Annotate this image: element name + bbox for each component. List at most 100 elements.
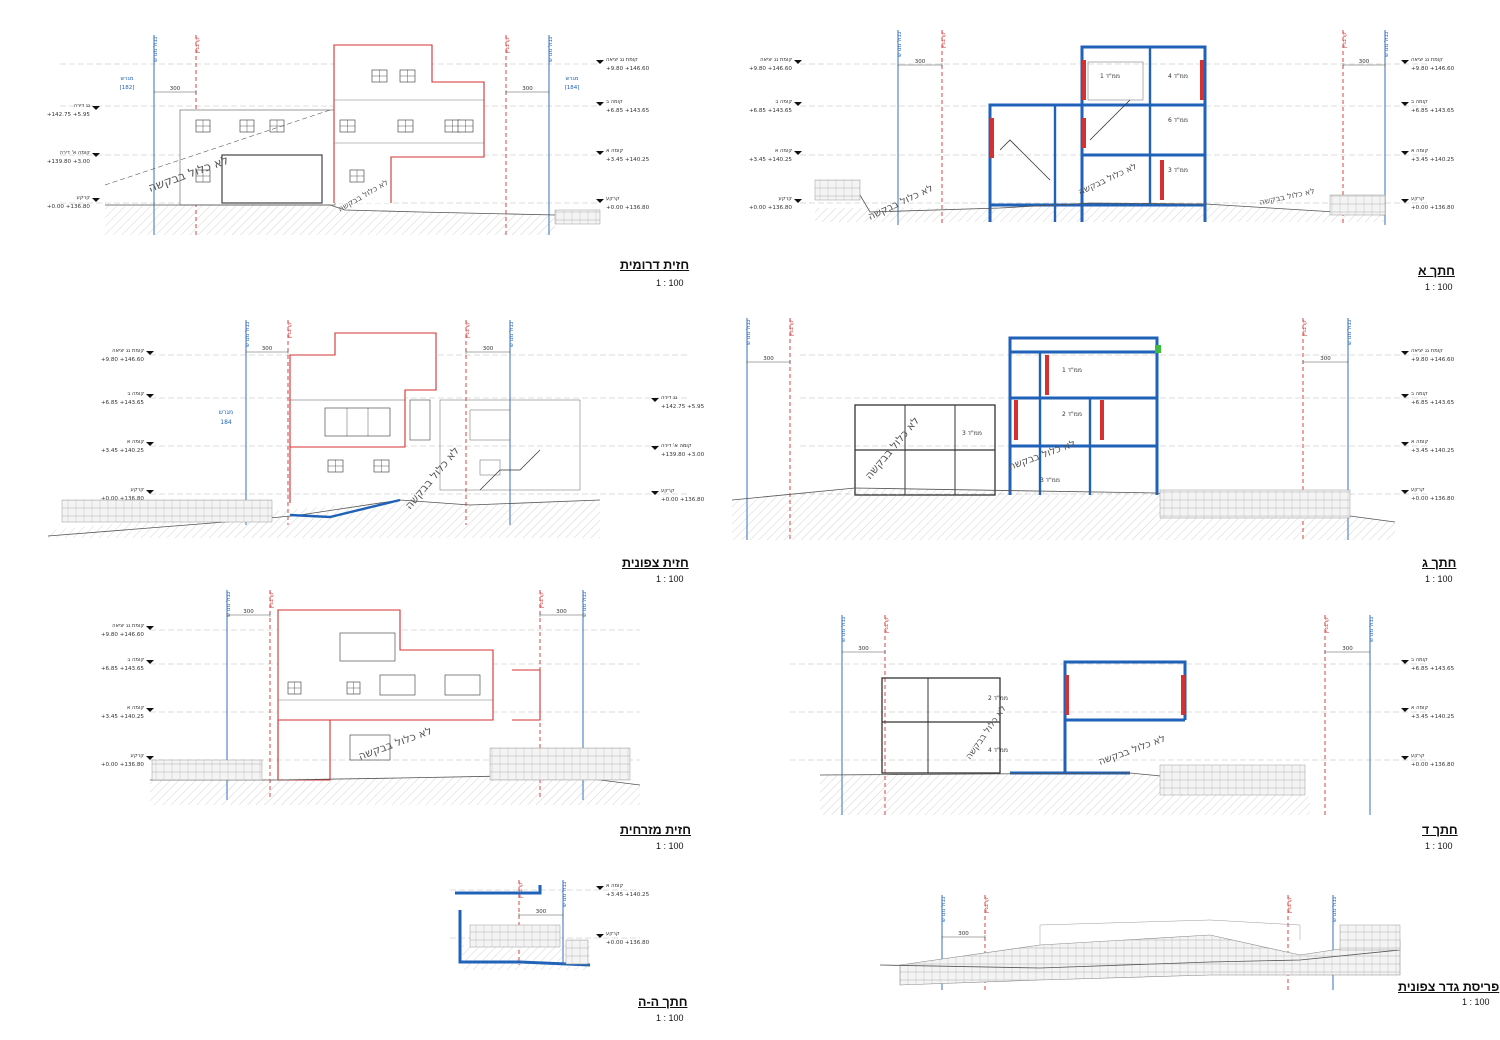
setback-label: 300 [958,931,969,937]
boundary-label: גבול מגרש [508,321,515,347]
level-triangle [1401,660,1409,664]
scale-section-a: 1 : 100 [1425,282,1453,292]
boundary-label: קו בניין [287,322,293,339]
boundary-label: קו בניין [195,37,201,54]
building-outline [277,720,331,781]
level-marker: +9.80 +146.60 [101,357,145,363]
fence [489,747,631,781]
not-included-label: לא כלול בבקשה [1097,733,1167,767]
level-triangle [794,151,802,155]
ground-line [879,949,1401,969]
level-marker: +3.45 +140.25 [1411,157,1455,163]
ground-hatch [48,500,600,538]
boundary-label: קו בניין [539,592,545,609]
fence [1159,764,1306,796]
level-marker: +0.00 +136.80 [606,205,650,211]
stair [999,139,1051,181]
level-triangle [596,60,604,64]
stair [1089,99,1131,141]
room-label: ממ"ד 1 [1100,73,1120,80]
boundary-label: קו בניין [1302,320,1308,337]
level-marker: +0.00 +136.80 [1411,205,1455,211]
shelter-wall [1100,400,1104,440]
level-triangle [1401,102,1409,106]
boundary-label: גבול מגרש [840,616,847,642]
level-marker: קרקע [778,196,792,202]
fence [554,209,601,225]
level-marker: +3.45 +140.25 [1411,714,1455,720]
level-marker: קומה א [1411,705,1428,711]
boundary-label: גבול מגרש [152,36,159,62]
not-included-label: לא כלול בבקשה [1007,438,1077,472]
boundary-label: גבול מגרש [1331,896,1338,922]
boundary-label: קו בניין [789,320,795,337]
section-structure [988,103,1082,222]
fence [61,499,273,523]
plot-184-label: מגרש [219,409,233,416]
not-included-label: לא כלול בבקשה [1259,186,1316,207]
level-marker: קומה א [606,883,623,889]
ground-hatch [815,203,1385,222]
room-label: ממ"ד 6 [1168,117,1188,124]
scale-east-elevation: 1 : 100 [656,841,684,851]
level-marker: +0.00 +136.80 [101,496,145,502]
shelter-wall [1200,60,1204,100]
room-label: ממ"ד 3 [1040,477,1060,484]
fence [565,939,589,965]
window-large [379,674,416,696]
room-label: ממ"ד 3 [1168,167,1188,174]
title-section-d: חתך ד [1422,823,1458,837]
level-marker: +0.00 +136.80 [47,204,91,210]
level-triangle [92,198,100,202]
setback-label: 300 [483,346,494,352]
level-triangle [1401,151,1409,155]
retaining-wall [289,498,401,519]
level-triangle [1401,351,1409,355]
boundary-label: קו בניין [1324,617,1330,634]
not-included-label: לא כלול בבקשה [1077,162,1139,198]
shelter-wall [1065,675,1069,715]
room-safe [1087,61,1144,101]
level-triangle [146,756,154,760]
neighbor-section [881,677,1001,774]
level-marker: +3.45 +140.25 [749,157,793,163]
scale-section-g: 1 : 100 [1425,574,1453,584]
boundary-label: גבול מגרש [1346,319,1353,345]
level-marker: קרקע [76,195,90,201]
room-label: ממ"ד 4 [988,747,1008,754]
marker-green [1155,345,1161,353]
setback-label: 300 [262,346,273,352]
level-marker: קומת גג יציאה [1411,57,1443,63]
boundary-label: גבול מגרש [547,36,554,62]
level-marker: +0.00 +136.80 [101,762,145,768]
fence [814,179,861,201]
level-triangle [794,60,802,64]
ground-line [731,487,1396,523]
setback-label: 300 [556,609,567,615]
setback-label: 300 [522,86,533,92]
level-marker: קומת גג יציאה [112,348,144,354]
level-marker: גג דירה [74,103,90,109]
neighbor-ground-floor [221,154,323,204]
ground-hatch [732,488,1395,540]
building-outline [512,669,541,721]
level-marker: קומה ב [1411,391,1428,397]
title-north-fence: פריסת גדר צפונית [1398,980,1500,994]
boundary-label: גבול מגרש [896,31,903,57]
shelter-wall [1082,118,1086,148]
boundary-label: גבול מגרש [244,321,251,347]
fence [1329,194,1386,216]
ground-line [105,204,556,216]
level-marker: קרקע [130,487,144,493]
fence [1159,489,1351,519]
level-marker: +6.85 +143.65 [1411,108,1455,114]
level-marker: קרקע [606,931,620,937]
boundary-label: קו בניין [1342,32,1348,49]
level-triangle [146,490,154,494]
level-marker: +3.45 +140.25 [101,714,145,720]
